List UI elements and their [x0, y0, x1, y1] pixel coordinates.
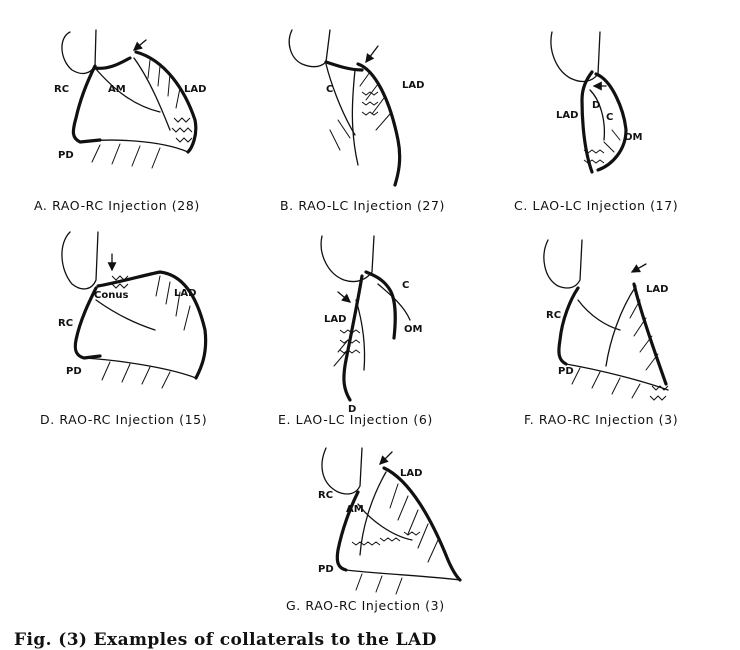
annotation-c: C	[326, 84, 333, 95]
annotation-c: C	[606, 112, 613, 123]
lad-branches	[355, 483, 439, 595]
panel-c-label: C. LAO-LC Injection (17)	[514, 198, 679, 213]
annotation-am: AM	[108, 84, 126, 95]
annotation-om: OM	[404, 324, 423, 335]
arrow-marker	[379, 451, 393, 465]
annotation-d: D	[592, 100, 600, 111]
annotation-pd: PD	[66, 366, 82, 377]
c-artery	[594, 72, 628, 172]
lad-branches	[333, 339, 349, 367]
collateral-zigzag	[361, 91, 379, 116]
lv-contour	[133, 57, 171, 131]
rc-artery	[73, 286, 102, 360]
rc-artery	[557, 286, 580, 366]
aortic-root-outline	[320, 235, 375, 283]
annotation-lad: LAD	[556, 110, 578, 121]
collateral-zigzag	[583, 149, 605, 164]
pd-artery	[79, 139, 189, 153]
lad-branches	[571, 299, 659, 399]
panel-g-label: G. RAO-RC Injection (3)	[286, 598, 445, 613]
panel-b-label: B. RAO-LC Injection (27)	[280, 198, 446, 213]
panel-f-label: F. RAO-RC Injection (3)	[524, 412, 679, 427]
annotation-rc: RC	[546, 310, 561, 321]
lad-artery	[342, 274, 364, 402]
collateral-zigzag	[111, 275, 129, 289]
ac-branch	[93, 56, 132, 70]
am-branch	[357, 503, 413, 541]
lad-branches	[101, 275, 191, 389]
collateral-zigzag	[649, 385, 669, 401]
d-branch	[589, 89, 606, 141]
lad-artery	[382, 466, 462, 582]
am-branch	[95, 299, 156, 331]
am-branch	[577, 299, 621, 331]
panel-f-diagram: LAD RC PD	[543, 239, 669, 401]
annotation-lad: LAD	[184, 84, 206, 95]
annotation-pd: PD	[58, 150, 74, 161]
collateral-zigzag	[339, 329, 361, 354]
arrow-marker	[133, 39, 147, 51]
annotation-rc: RC	[58, 318, 73, 329]
collateral-zigzag	[351, 531, 421, 546]
annotation-c: C	[402, 280, 409, 291]
figure-caption: Fig. (3) Examples of collaterals to the …	[14, 630, 437, 650]
panel-c-diagram: LAD D C OM	[550, 31, 643, 174]
aortic-root-outline	[61, 29, 97, 75]
lv-contour	[605, 285, 637, 367]
om-branch	[377, 283, 411, 321]
panel-g-diagram: RC LAD AM PD	[318, 447, 462, 595]
lad-branches	[329, 71, 391, 151]
aortic-root-outline	[550, 31, 601, 83]
lad-artery	[134, 50, 198, 154]
annotation-lad: LAD	[400, 468, 422, 479]
rc-artery	[71, 64, 102, 144]
lv-contour	[351, 69, 359, 166]
annotation-om: OM	[624, 132, 643, 143]
collateral-zigzag	[171, 117, 193, 143]
aortic-root-outline	[543, 239, 583, 289]
aortic-root-outline	[321, 447, 363, 495]
c-branch	[325, 63, 356, 136]
conus-lad-artery	[96, 270, 208, 380]
annotation-lad: LAD	[402, 80, 424, 91]
panel-b-diagram: C LAD	[288, 29, 424, 187]
aortic-root-outline	[61, 231, 99, 290]
panel-e-diagram: C LAD OM D	[320, 235, 423, 415]
panel-e-label: E. LAO-LC Injection (6)	[278, 412, 433, 427]
annotation-rc: RC	[318, 490, 333, 501]
lv-contour	[359, 471, 387, 556]
arrow-marker	[630, 263, 647, 273]
annotation-pd: PD	[318, 564, 334, 575]
pd-artery	[345, 569, 461, 581]
arrow-marker	[337, 291, 351, 303]
am-branch	[94, 67, 161, 113]
om-branches	[603, 129, 621, 153]
pd-artery	[83, 357, 197, 379]
d-branch	[355, 299, 366, 371]
lad-branches	[91, 59, 181, 169]
annotation-lad: LAD	[324, 314, 346, 325]
annotation-am: AM	[346, 504, 364, 515]
arrow-marker	[365, 45, 379, 64]
annotation-lad: LAD	[646, 284, 668, 295]
aortic-root-outline	[288, 29, 331, 68]
panel-a-label: A. RAO-RC Injection (28)	[34, 198, 200, 213]
annotation-conus: Conus	[94, 290, 128, 301]
annotation-d: D	[348, 404, 356, 415]
panel-a-diagram: RC AM LAD PD	[54, 29, 206, 169]
c-artery	[324, 60, 364, 72]
c-artery	[364, 270, 397, 340]
lad-artery	[356, 62, 402, 187]
annotation-lad: LAD	[174, 288, 196, 299]
left-main-artery	[580, 70, 594, 174]
lad-artery	[632, 282, 668, 386]
annotation-rc: RC	[54, 84, 69, 95]
panel-d-label: D. RAO-RC Injection (15)	[40, 412, 208, 427]
annotation-pd: PD	[558, 366, 574, 377]
panel-d-diagram: Conus LAD RC PD	[58, 231, 208, 389]
rc-artery	[335, 490, 360, 572]
